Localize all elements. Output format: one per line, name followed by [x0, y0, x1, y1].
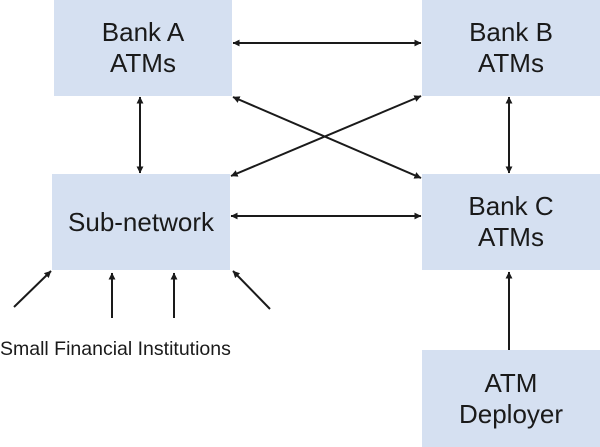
node-bank-b-atms: Bank B ATMs	[422, 0, 600, 96]
node-atm-deployer: ATM Deployer	[422, 350, 600, 447]
edge-bank-a-bank-c	[232, 96, 422, 179]
edge-institution-4-sub-network	[232, 270, 271, 310]
node-sub-network: Sub-network	[52, 174, 230, 270]
caption-small-financial-institutions: Small Financial Institutions	[0, 338, 231, 360]
edge-bank-b-sub-network	[230, 95, 422, 177]
node-bank-a-atms: Bank A ATMs	[54, 0, 232, 96]
edge-institution-1-sub-network	[13, 270, 52, 308]
node-bank-c-atms: Bank C ATMs	[422, 174, 600, 270]
